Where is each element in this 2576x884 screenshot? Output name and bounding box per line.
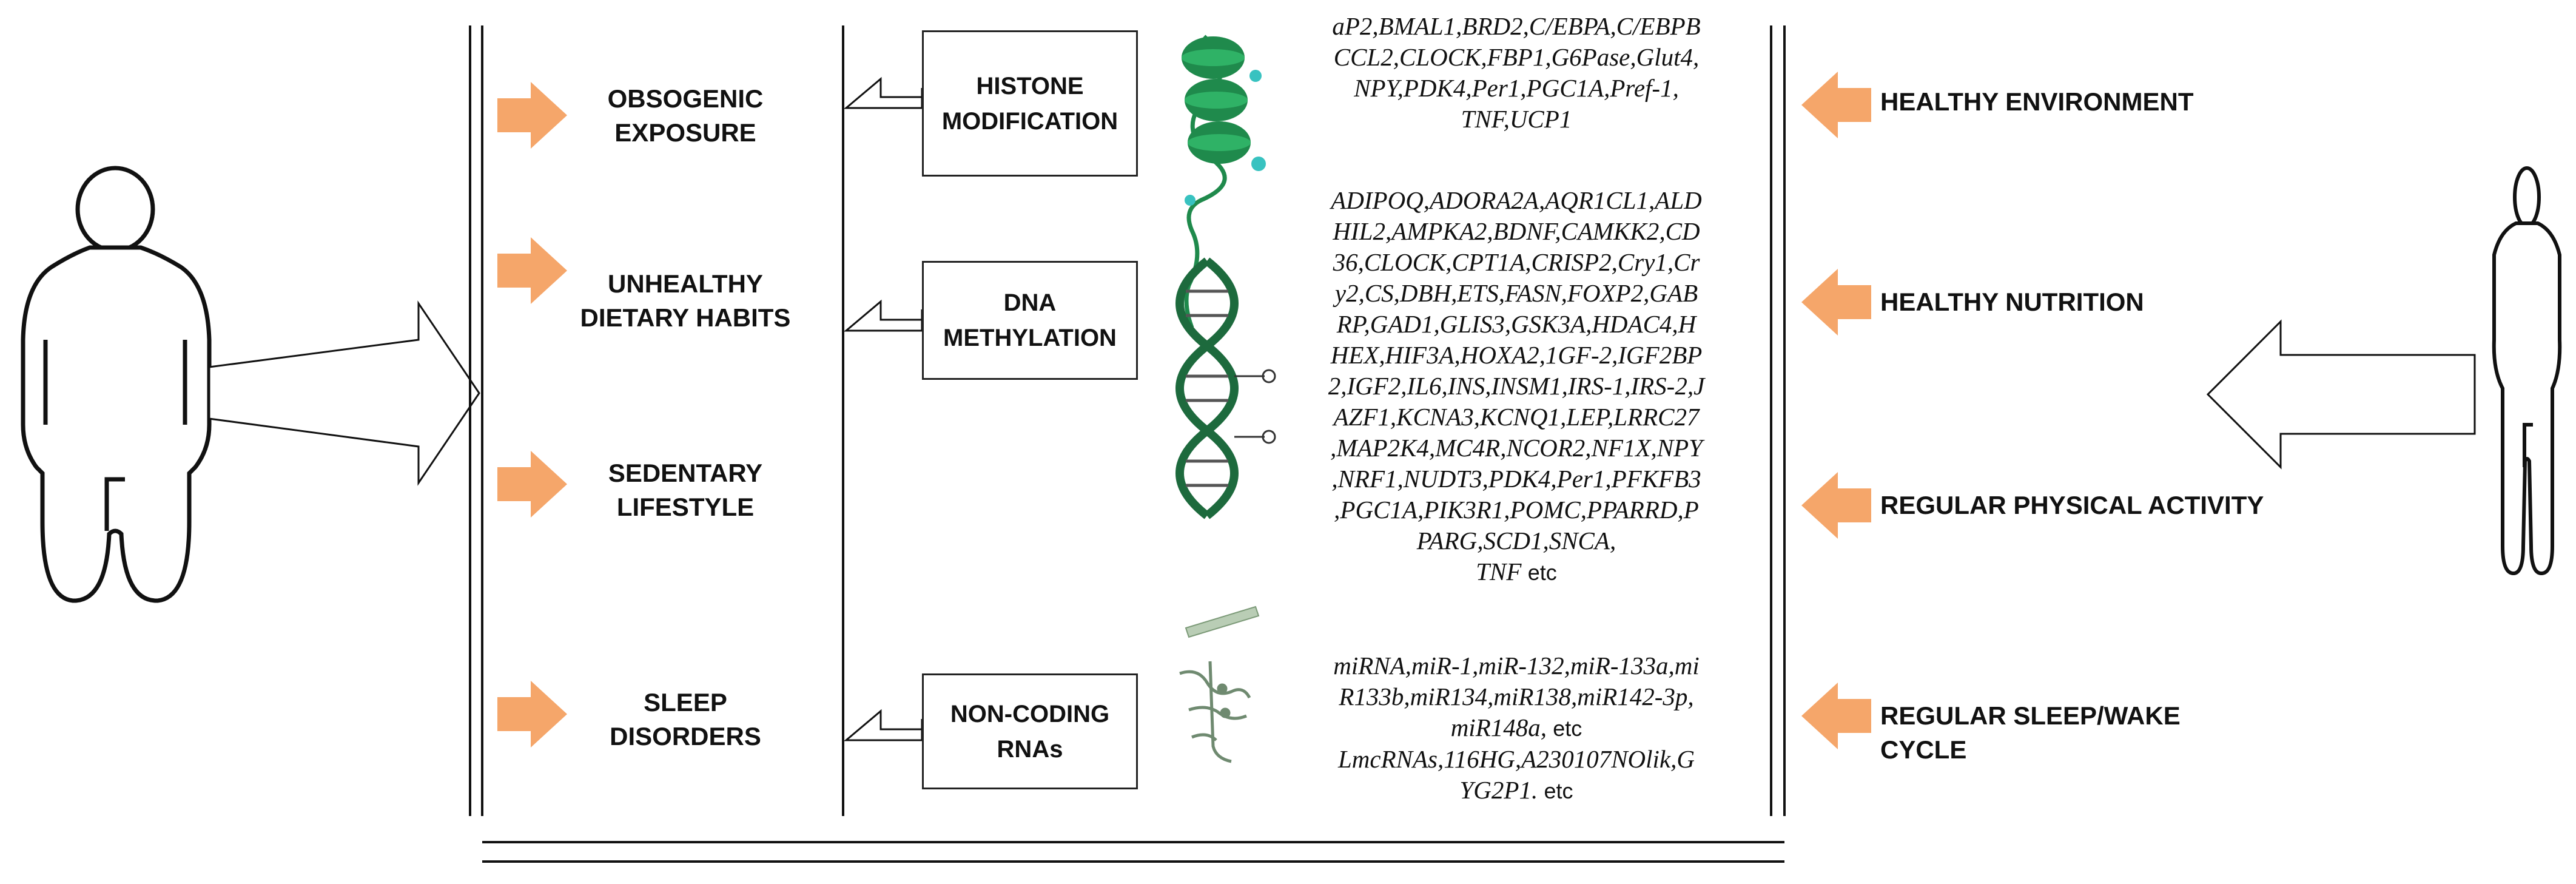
right-hollow-arrow xyxy=(2206,319,2476,470)
etc-label: etc xyxy=(1527,560,1557,585)
remedy-environment: HEALTHY ENVIRONMENT xyxy=(1880,87,2194,116)
gene-line: aP2,BMAL1,BRD2,C/EBPA,C/EBPB xyxy=(1332,12,1701,40)
orange-arrow-icon xyxy=(1801,269,1871,336)
gene-line: NPY,PDK4,Per1,PGC1A,Pref-1, xyxy=(1354,74,1679,102)
factor-line: LIFESTYLE xyxy=(616,493,755,521)
orange-arrow-icon xyxy=(1801,683,1871,749)
obese-person-icon xyxy=(21,166,212,603)
remedy-arrows xyxy=(1801,72,1871,749)
mechanism-line: DNA xyxy=(1003,289,1057,316)
gene-list-ncrna: miRNA,miR-1,miR-132,miR-133a,mi R133b,mi… xyxy=(1280,650,1753,806)
factor-arrows xyxy=(497,82,567,747)
factor-diet: UNHEALTHY DIETARY HABITS xyxy=(573,267,798,335)
mechanism-box-ncrna: NON-CODING RNAs xyxy=(922,673,1138,789)
remedy-activity: REGULAR PHYSICAL ACTIVITY xyxy=(1880,491,2264,519)
gene-line: ADIPOQ,ADORA2A,AQR1CL1,ALD xyxy=(1331,186,1702,214)
remedy-sleep: REGULAR SLEEP/WAKE CYCLE xyxy=(1880,701,2181,764)
mechanism-line: METHYLATION xyxy=(943,325,1117,351)
dna-helix-icon xyxy=(1175,257,1276,519)
callout-arrows xyxy=(843,76,923,741)
gene-line: miRNA,miR-1,miR-132,miR-133a,mi xyxy=(1333,652,1700,680)
gene-line: 36,CLOCK,CPT1A,CRISP2,Cry1,Cr xyxy=(1333,248,1700,276)
gene-line: TNF,UCP1 xyxy=(1461,105,1572,133)
orange-arrow-icon xyxy=(497,237,567,304)
mechanism-line: HISTONE xyxy=(976,72,1084,100)
etc-label: etc xyxy=(1553,716,1582,741)
rna-strand-icon xyxy=(1179,661,1251,763)
mechanism-line: NON-CODING xyxy=(950,700,1110,727)
gene-name: YG2P1. xyxy=(1459,776,1538,804)
orange-arrow-icon xyxy=(497,681,567,747)
remedy-nutrition: HEALTHY NUTRITION xyxy=(1880,288,2144,316)
factor-line: DISORDERS xyxy=(610,722,761,751)
orange-arrow-icon xyxy=(497,451,567,518)
gene-line: HIL2,AMPKA2,BDNF,CAMKK2,CD xyxy=(1333,217,1700,245)
gene-line: R133b,miR134,miR138,miR142-3p, xyxy=(1339,683,1694,710)
orange-arrow-icon xyxy=(1801,72,1871,138)
lean-person-icon xyxy=(2492,166,2562,576)
factor-line: EXPOSURE xyxy=(614,118,756,147)
factor-line: DIETARY HABITS xyxy=(580,303,791,332)
etc-label: etc xyxy=(1544,778,1573,803)
factor-line: SEDENTARY xyxy=(608,459,763,487)
left-hollow-arrow xyxy=(208,300,480,486)
gene-line: HEX,HIF3A,HOXA2,1GF-2,IGF2BP xyxy=(1330,341,1703,369)
factor-sleep: SLEEP DISORDERS xyxy=(582,686,789,754)
factor-sedentary: SEDENTARY LIFESTYLE xyxy=(582,456,789,524)
gene-line: 2,IGF2,IL6,INS,INSM1,IRS-1,IRS-2,J xyxy=(1328,372,1705,400)
gene-line: LmcRNAs,116HG,A230107NOlik,G xyxy=(1337,745,1695,773)
gene-list-histone: aP2,BMAL1,BRD2,C/EBPA,C/EBPB CCL2,CLOCK,… xyxy=(1280,11,1753,135)
factor-line: OBSOGENIC xyxy=(607,84,764,113)
gene-line-last: YG2P1. etc xyxy=(1280,775,1753,806)
mechanism-line: MODIFICATION xyxy=(941,107,1118,135)
gene-line: PARG,SCD1,SNCA, xyxy=(1416,527,1616,555)
gene-line: y2,CS,DBH,ETS,FASN,FOXP2,GAB xyxy=(1334,279,1698,307)
orange-arrow-icon xyxy=(497,82,567,149)
gene-list-dna: ADIPOQ,ADORA2A,AQR1CL1,ALD HIL2,AMPKA2,B… xyxy=(1280,185,1753,588)
gene-name: miR148a, xyxy=(1450,714,1547,741)
factor-obsogenic: OBSOGENIC EXPOSURE xyxy=(582,82,789,150)
gene-line: CCL2,CLOCK,FBP1,G6Pase,Glut4, xyxy=(1333,43,1700,71)
gene-line: ,MAP2K4,MC4R,NCOR2,NF1X,NPY xyxy=(1330,434,1703,462)
gene-line: ,NRF1,NUDT3,PDK4,Per1,PFKFB3 xyxy=(1331,465,1701,493)
mechanism-box-histone: HISTONE MODIFICATION xyxy=(922,30,1138,177)
gene-name: TNF xyxy=(1476,558,1522,585)
factor-line: SLEEP xyxy=(644,688,727,717)
gene-line-last: TNF etc xyxy=(1280,556,1753,588)
gene-line: RP,GAD1,GLIS3,GSK3A,HDAC4,H xyxy=(1336,310,1697,338)
gene-line: ,PGC1A,PIK3R1,POMC,PPARRD,P xyxy=(1334,496,1699,524)
mechanism-box-dna: DNA METHYLATION xyxy=(922,261,1138,380)
gene-line: AZF1,KCNA3,KCNQ1,LEP,LRRC27 xyxy=(1333,403,1700,431)
factor-line: UNHEALTHY xyxy=(608,269,763,298)
orange-arrow-icon xyxy=(1801,472,1871,539)
gene-line-last: miR148a, etc xyxy=(1280,712,1753,744)
rna-bar-icon xyxy=(1185,606,1260,638)
mechanism-line: RNAs xyxy=(997,735,1063,763)
